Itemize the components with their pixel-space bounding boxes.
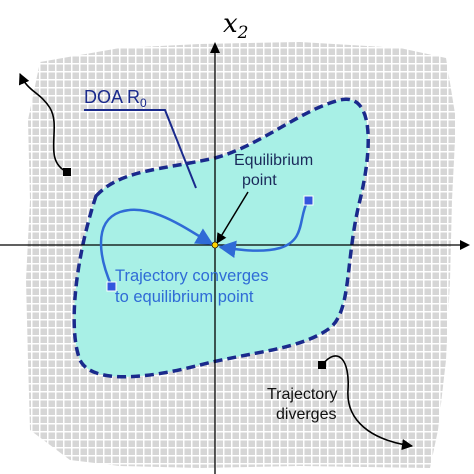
diverge-start-top-left	[63, 168, 71, 176]
converge-text-line2: to equilibrium point	[115, 288, 254, 306]
converging-trajectory-right	[218, 199, 310, 258]
diverge-text-line2: diverges	[276, 406, 336, 423]
equilibrium-leader	[216, 191, 249, 244]
y-axis-label-main: x	[223, 9, 238, 39]
equilibrium-label-line1: Equilibrium	[234, 152, 313, 169]
doa-label-main: DOA R	[84, 87, 140, 107]
doa-label: DOA R0	[84, 87, 147, 110]
converge-text-line1: Trajectory converges	[115, 267, 268, 285]
equilibrium-label-line2: point	[242, 172, 277, 189]
diverging-trajectory-top-left	[18, 72, 68, 173]
trajectory-start-right	[303, 195, 314, 206]
trajectory-start-left	[106, 281, 117, 292]
y-axis-arrowhead	[210, 42, 220, 53]
diverging-trajectory-bottom-right	[321, 355, 414, 451]
converging-trajectory-left	[99, 208, 214, 288]
diverge-start-bottom-right	[318, 361, 326, 369]
y-axis-label-subscript: 2	[237, 23, 249, 43]
doa-label-subscript: 0	[140, 96, 147, 110]
y-axis-label: x2	[223, 9, 249, 43]
doa-label-leader	[84, 109, 197, 189]
equilibrium-point	[211, 241, 219, 249]
x-axis-arrowhead	[460, 240, 470, 250]
diverge-text-line1: Trajectory	[267, 386, 338, 403]
